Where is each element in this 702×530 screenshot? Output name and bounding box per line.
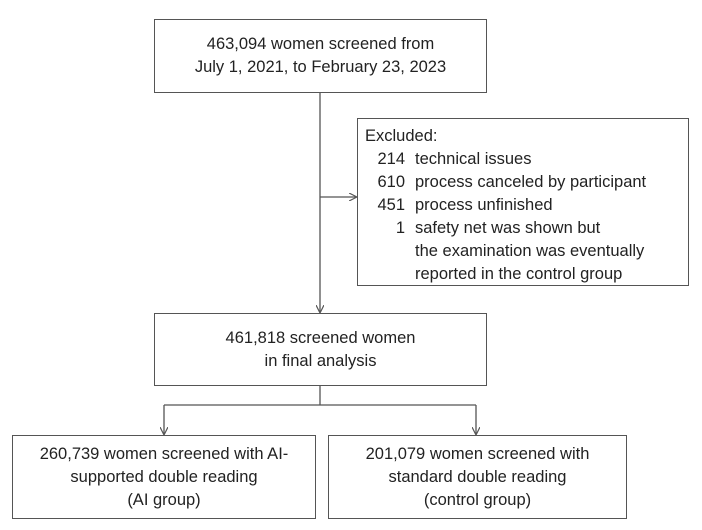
excluded-reason: safety net was shown but — [415, 219, 601, 237]
control-group-line-3: (control group) — [423, 490, 532, 509]
excluded-count — [365, 240, 415, 263]
excluded-reason: technical issues — [415, 150, 532, 168]
screened-box: 463,094 women screened from July 1, 2021… — [154, 19, 487, 93]
screened-line-1: 463,094 women screened from — [206, 35, 435, 53]
final-line-2: in final analysis — [264, 351, 377, 370]
ai-group-line-1: 260,739 women screened with AI- — [39, 444, 289, 463]
excluded-item: 214 technical issues — [365, 148, 688, 171]
excluded-item: the examination was eventually — [365, 240, 688, 263]
excluded-count: 1 — [395, 219, 405, 237]
screened-line-2: July 1, 2021, to February 23, 2023 — [194, 58, 447, 76]
excluded-item: 451 process unfinished — [365, 194, 688, 217]
excluded-item: 1 safety net was shown but — [365, 217, 688, 240]
control-group-box: 201,079 women screened with standard dou… — [328, 435, 627, 519]
excluded-box: Excluded: 214 technical issues 610 proce… — [357, 118, 689, 286]
ai-group-line-2: supported double reading — [70, 467, 258, 486]
excluded-reason: reported in the control group — [415, 265, 623, 283]
excluded-count: 451 — [377, 196, 405, 214]
control-group-line-1: 201,079 women screened with — [365, 444, 590, 463]
excluded-title: Excluded: — [365, 127, 438, 145]
excluded-count: 610 — [377, 173, 405, 191]
ai-group-line-3: (AI group) — [127, 490, 201, 509]
final-analysis-box: 461,818 screened women in final analysis — [154, 313, 487, 386]
excluded-reason: the examination was eventually — [415, 242, 645, 260]
final-line-1: 461,818 screened women — [225, 328, 416, 347]
excluded-item: reported in the control group — [365, 263, 688, 286]
excluded-count — [365, 263, 415, 286]
control-group-line-2: standard double reading — [388, 467, 567, 486]
excluded-count: 214 — [377, 150, 405, 168]
ai-group-box: 260,739 women screened with AI- supporte… — [12, 435, 316, 519]
excluded-reason: process unfinished — [415, 196, 553, 214]
excluded-reason: process canceled by participant — [415, 173, 647, 191]
excluded-item: 610 process canceled by participant — [365, 171, 688, 194]
